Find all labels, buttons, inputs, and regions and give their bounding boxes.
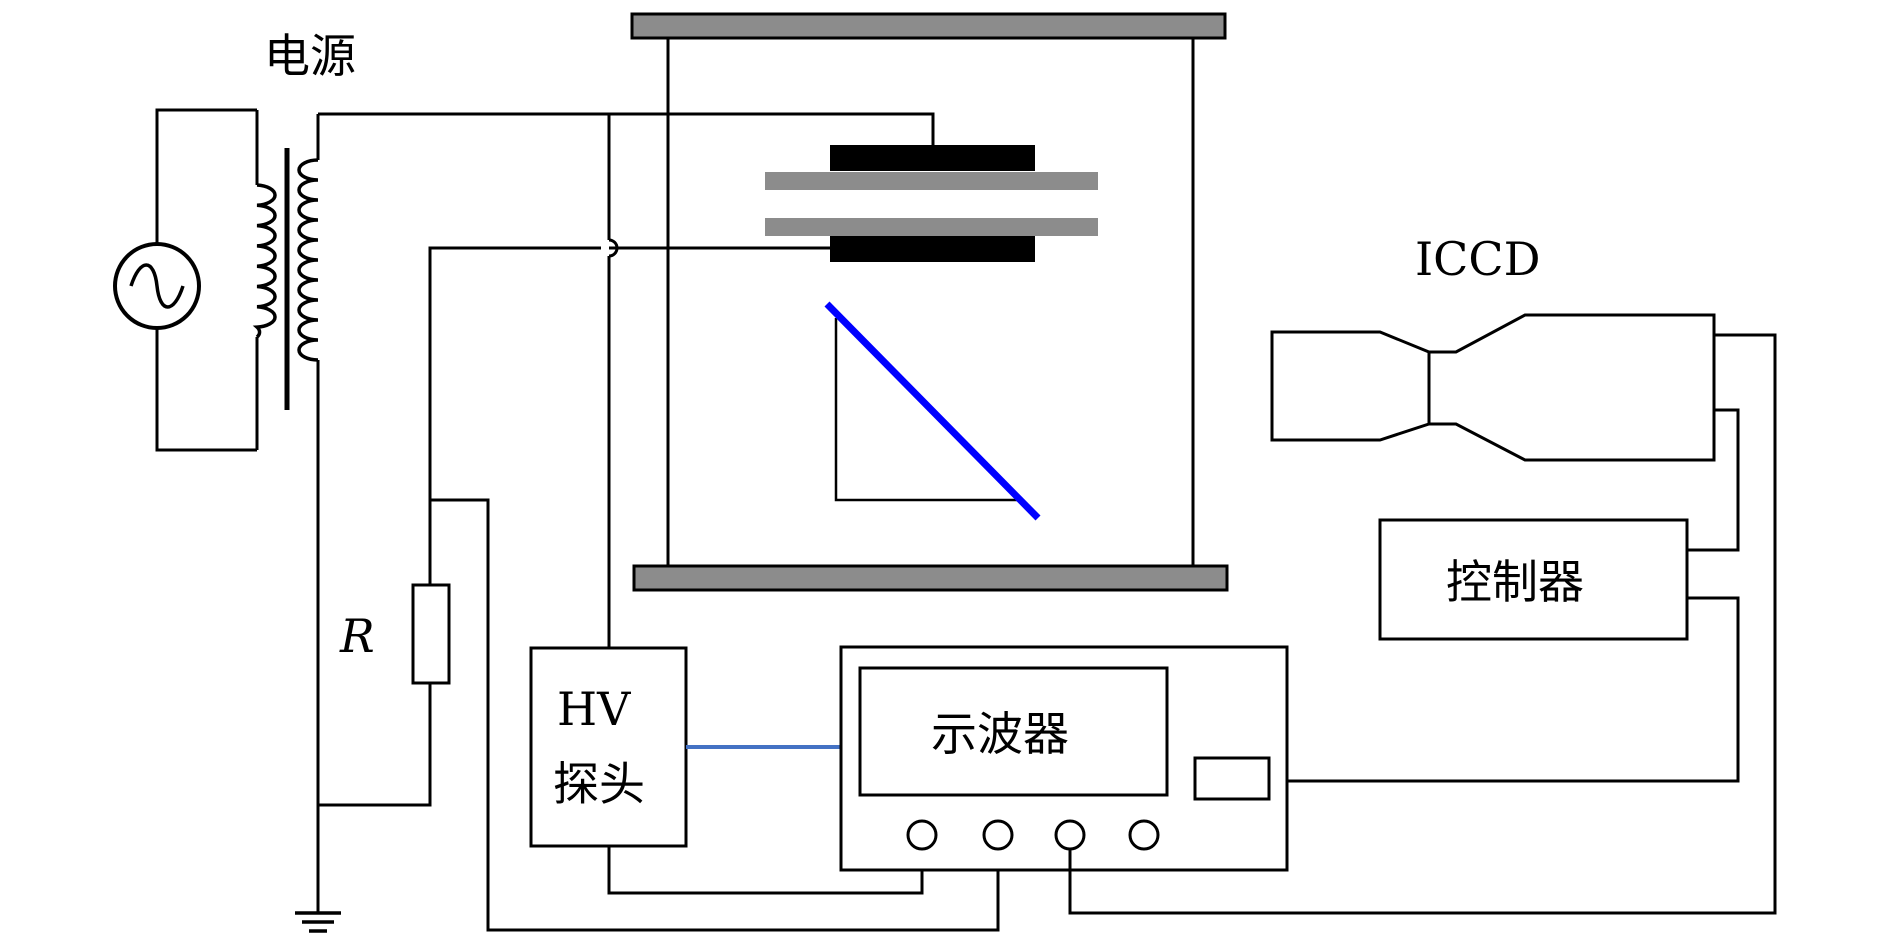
chamber-bottom-plate [632,564,1229,592]
wire-lower-electrode-to-resistor [428,246,601,585]
current-probe-lead [430,498,1000,932]
iccd-body [1270,313,1716,462]
trigger-wiring [1068,333,1777,915]
mirror-holder [834,318,1018,502]
resistor-icon [411,583,451,685]
ground-icon [295,805,341,933]
hv-probe-label-line1: HV [557,682,631,736]
lower-electrode [830,236,1035,262]
discharge-chamber [630,12,1229,592]
reflecting-mirror [824,301,1041,521]
wire-resistor-to-ground [318,683,432,807]
hv-wire-to-upper-electrode [318,112,935,145]
hv-probe: HV 探头 [529,646,924,895]
wire-iccd-to-controller [1687,408,1740,552]
hv-probe-label-line2: 探头 [553,757,645,811]
oscilloscope-label: 示波器 [931,707,1069,761]
power-supply: 电源 [113,29,356,805]
wire-iccd-to-oscilloscope-channel-3 [1068,333,1777,915]
transformer-icon [252,110,320,805]
oscilloscope-channel-2 [982,819,1014,851]
oscilloscope-screen [858,666,1169,797]
oscilloscope-trigger-port [1193,756,1271,801]
power-supply-label: 电源 [264,29,356,83]
resistor-label: R [339,609,375,663]
upper-dielectric-plate [765,172,1098,190]
wire-controller-to-oscilloscope [1287,596,1740,783]
controller: 控制器 [1378,518,1689,641]
upper-electrode [830,145,1035,171]
oscilloscope: 示波器 [839,645,1289,872]
controller-box [1378,518,1689,641]
ac-source-icon [113,242,201,330]
lower-dielectric-plate [765,218,1098,236]
iccd-camera: ICCD [1270,232,1716,462]
hv-probe-box [529,646,688,848]
high-voltage-wiring: R [295,112,1000,933]
controller-label: 控制器 [1446,555,1584,609]
oscilloscope-channel-4 [1128,819,1160,851]
oscilloscope-channel-3 [1054,819,1086,851]
oscilloscope-channel-1 [906,819,938,851]
chamber-top-plate [630,12,1227,40]
iccd-label: ICCD [1415,232,1540,286]
